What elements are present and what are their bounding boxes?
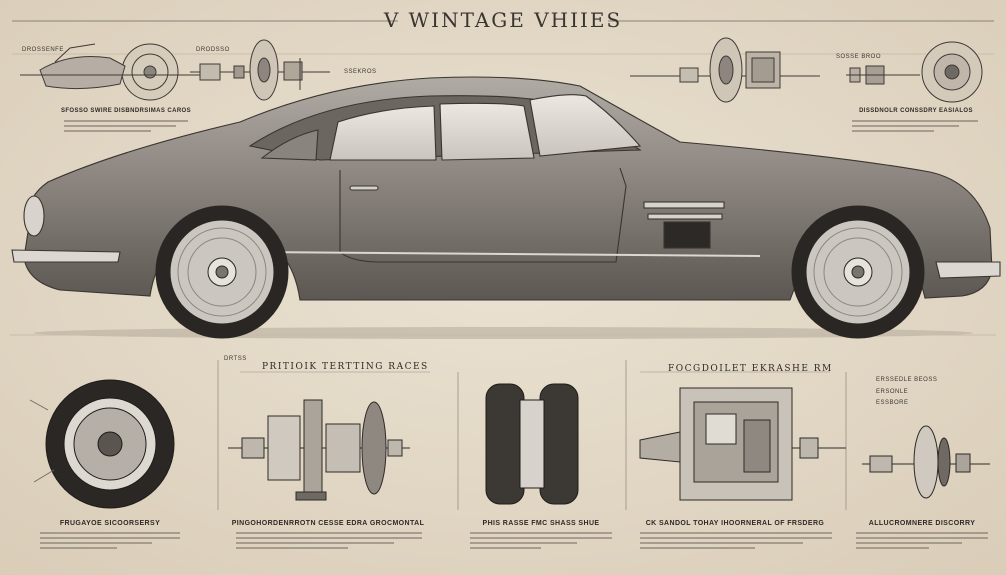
tire-illustration: [29, 379, 175, 509]
caption-top-right-body: [852, 120, 978, 132]
caption-bottom-5-body: [856, 532, 988, 549]
top-left-motor: [20, 43, 200, 101]
caption-bottom-1: FRUGAYOE SICOORSERSY: [59, 520, 161, 527]
small-label-2: ERSONLE: [876, 389, 909, 395]
caption-bottom-1-body: [40, 532, 180, 549]
caption-bottom-3-body: [470, 532, 612, 549]
small-label-1: ERSSEDLE BEOSS: [876, 377, 938, 383]
caption-top-left: SFOSSO SWIRE DISBNDRSIMAS CAROS: [60, 108, 192, 114]
caption-bottom-3: PHIS RASSE FMC SHASS SHUE: [482, 520, 600, 527]
caption-bottom-4: CK SANDOL TOHAY IHOORNERAL OF FRSDERG: [645, 520, 825, 527]
caption-top-right: DISSDNOLR CONSSDRY EASIALOS: [859, 108, 973, 114]
caption-top-left-body: [64, 120, 188, 132]
caption-bottom-2: PINGOHORDENRROTN CESSE EDRA GROCMONTAL: [231, 520, 425, 527]
top-right-parts: [630, 37, 983, 103]
axle-assembly: [228, 399, 410, 501]
small-label-3: ESSBORE: [876, 400, 909, 406]
label-drodsso: DRODSSO: [196, 47, 230, 53]
tire-pair: [485, 383, 579, 505]
side-vent: [643, 201, 725, 249]
label-sosse-broo: SOSSE BROO: [836, 54, 882, 60]
label-drossenfe: DROSSENFE: [22, 47, 64, 53]
poster-title: V WINTAGE VHIIES: [383, 8, 623, 32]
caption-bottom-2-body: [236, 532, 422, 549]
brake-drum: [862, 425, 990, 499]
caption-bottom-4-body: [640, 532, 832, 549]
caption-bottom-5: ALLUCROMNERE DISCORRY: [868, 520, 976, 527]
label-drtss: DRTSS: [224, 356, 247, 362]
front-wheel: [155, 205, 289, 339]
rear-wheel: [791, 205, 925, 339]
panel-header-1: PRITIOIK TERTTING RACES: [262, 362, 429, 372]
engine-block: [639, 387, 846, 501]
label-ssekros: SSEKROS: [344, 69, 377, 75]
top-left-hub: [190, 39, 330, 101]
panel-header-2: FOCGDOILET EKRASHE RM: [668, 364, 833, 374]
